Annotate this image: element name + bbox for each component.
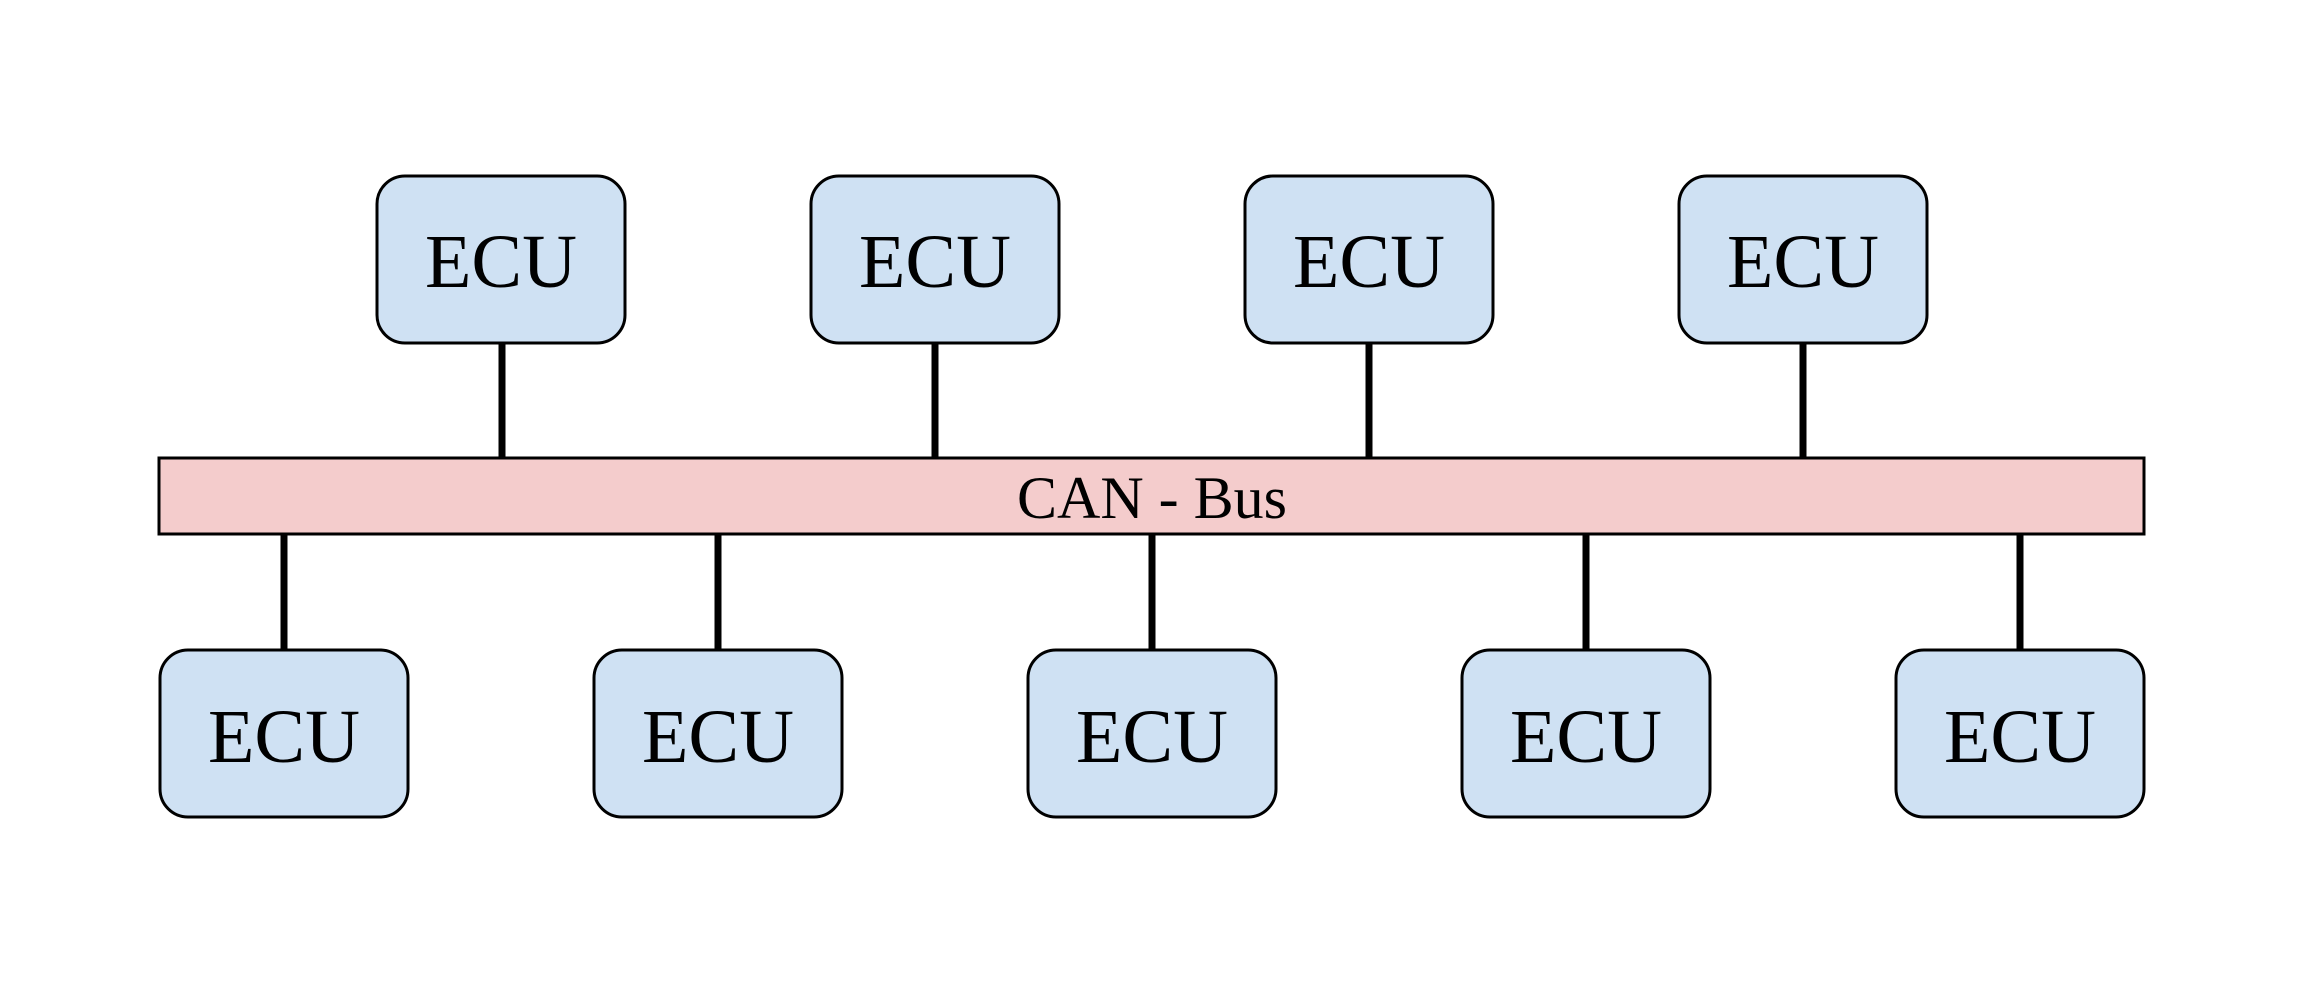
ecu-node-bottom-3: ECU [1026,648,1278,819]
ecu-node-bottom-2: ECU [592,648,844,819]
ecu-label: ECU [1076,695,1228,779]
ecu-box [1243,174,1495,345]
ecu-box [375,174,627,345]
ecu-label: ECU [1727,220,1879,304]
ecu-label: ECU [425,220,577,304]
ecu-label: ECU [208,695,360,779]
ecu-label: ECU [642,695,794,779]
ecu-box [1894,648,2146,819]
ecu-node-top-3: ECU [1243,174,1495,345]
ecu-box [158,648,410,819]
ecu-box [592,648,844,819]
ecu-label: ECU [1293,220,1445,304]
ecu-node-top-2: ECU [809,174,1061,345]
can-bus-bar [157,456,2146,536]
ecu-node-top-1: ECU [375,174,627,345]
ecu-box [809,174,1061,345]
ecu-box [1460,648,1712,819]
can-bus: CAN - Bus [157,456,2146,536]
ecu-box [1677,174,1929,345]
can-bus-label: CAN - Bus [1017,465,1287,531]
ecu-label: ECU [859,220,1011,304]
ecu-node-top-4: ECU [1677,174,1929,345]
ecu-label: ECU [1510,695,1662,779]
ecu-node-bottom-4: ECU [1460,648,1712,819]
ecu-label: ECU [1944,695,2096,779]
ecu-node-bottom-1: ECU [158,648,410,819]
ecu-box [1026,648,1278,819]
ecu-node-bottom-5: ECU [1894,648,2146,819]
